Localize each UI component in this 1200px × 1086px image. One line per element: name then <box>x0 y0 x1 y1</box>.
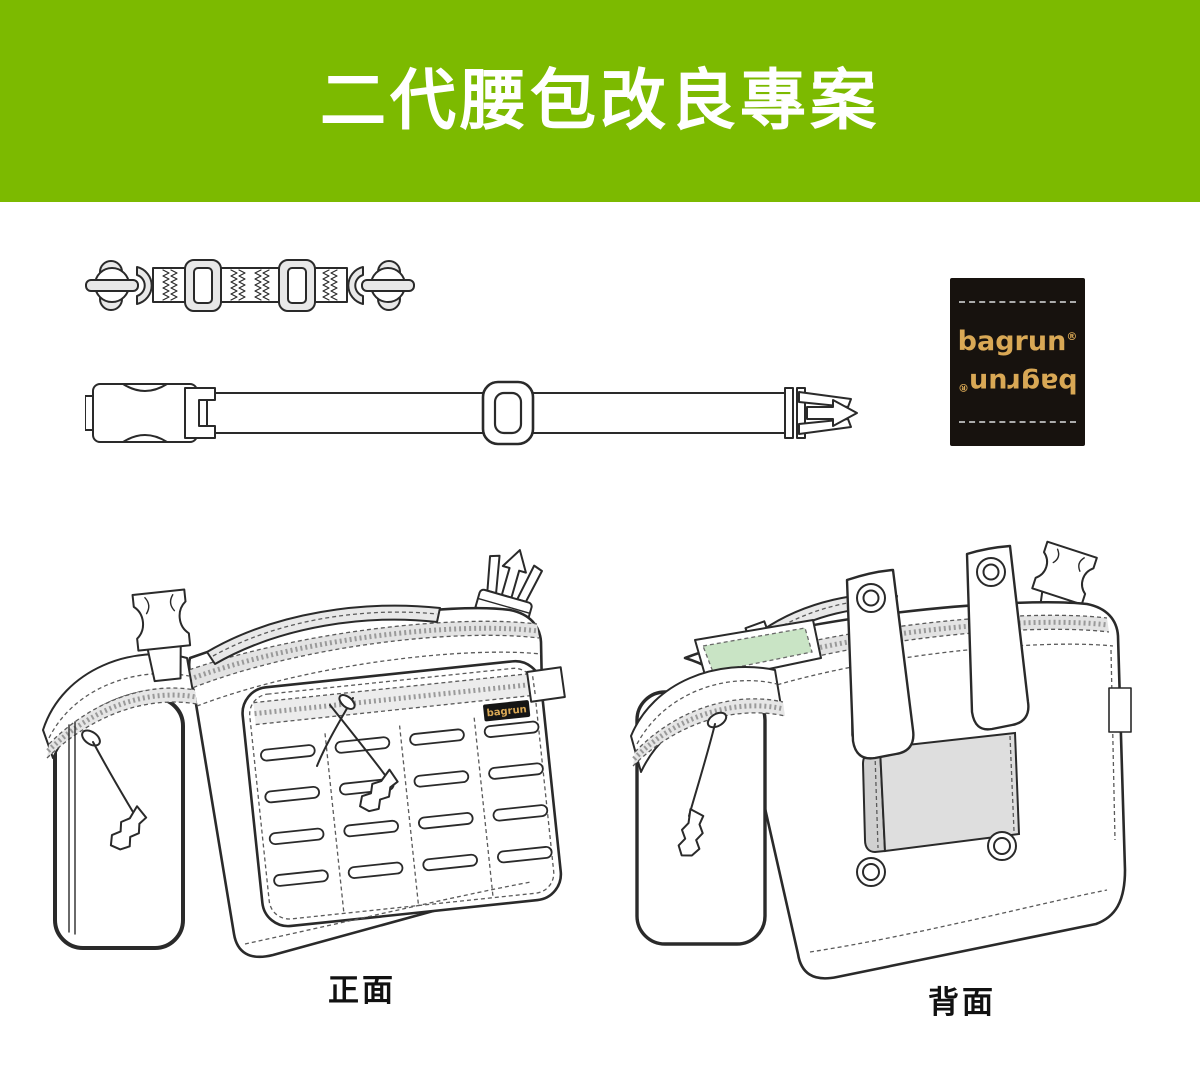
belt-slider <box>481 380 535 446</box>
back-belt-loop-left <box>845 568 915 760</box>
brand-wordmark-mirrored: bagrun® <box>957 367 1078 398</box>
handle-strap-svg <box>85 259 415 312</box>
front-bag-svg: bagrun <box>42 549 566 959</box>
caption-back-view: 背面 <box>928 985 996 1021</box>
strap-end-right <box>254 259 415 312</box>
label-stitch-top <box>959 301 1076 303</box>
front-bottom-seam <box>244 881 532 945</box>
registered-mark: ® <box>1066 330 1078 343</box>
front-bag-drawing: bagrun <box>35 540 585 980</box>
back-bag-svg <box>630 540 1132 980</box>
back-bottom-seam <box>809 889 1108 953</box>
front-top-buckle-female-icon <box>131 588 192 683</box>
front-side-keeper <box>526 666 566 703</box>
front-mini-brand-text: bagrun <box>486 704 527 719</box>
belt-buckle-male <box>784 387 858 439</box>
front-panel-zipper-pulls <box>316 694 404 818</box>
strap-webbing <box>152 267 348 303</box>
page-title: 二代腰包改良專案 <box>320 62 880 139</box>
brand-woven-label: bagrun® bagrun® <box>950 278 1085 446</box>
front-top-zipper <box>182 620 542 707</box>
front-molle-panel: bagrun <box>241 659 563 928</box>
back-side-gusset <box>1108 649 1132 841</box>
waist-belt-svg <box>85 380 858 446</box>
waist-belt-drawing <box>85 380 860 446</box>
brand-wordmark: bagrun® <box>958 328 1078 355</box>
back-belt-loop-right <box>965 544 1030 731</box>
label-stitch-bottom <box>959 421 1076 423</box>
front-handle <box>206 604 441 665</box>
caption-front-view: 正面 <box>328 973 396 1009</box>
molle-slots <box>260 720 553 887</box>
brand-text-mirrored: bagrun <box>968 367 1078 398</box>
brand-text: bagrun <box>957 326 1067 357</box>
back-highlight-patch <box>702 627 813 673</box>
front-side-pocket <box>42 653 198 950</box>
handle-strap-drawing <box>85 252 415 320</box>
back-grommets <box>856 831 1017 887</box>
back-highlight-flap <box>694 619 822 683</box>
belt-buckle-female <box>85 383 216 443</box>
strap-end-left <box>85 259 246 312</box>
back-side-pocket <box>630 666 786 946</box>
registered-mark-mirrored: ® <box>957 381 969 394</box>
back-bag-drawing <box>625 540 1145 985</box>
header-banner: 二代腰包改良專案 <box>0 0 1200 202</box>
back-velcro-panel <box>861 731 1021 854</box>
front-mini-brand-label: bagrun <box>483 700 531 722</box>
